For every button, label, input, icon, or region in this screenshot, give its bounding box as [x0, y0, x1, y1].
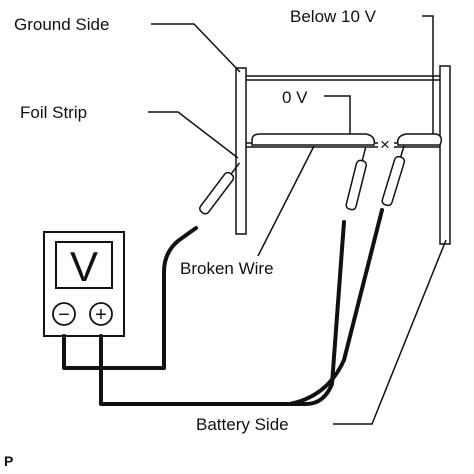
below-10v-label: Below 10 V	[290, 7, 377, 26]
ground-side-rail	[235, 67, 247, 235]
broken-wire-label: Broken Wire	[180, 259, 274, 278]
negative-test-lead	[62, 226, 198, 370]
below-10v-leader	[422, 15, 434, 134]
probes	[199, 145, 406, 215]
ground-probe	[199, 162, 241, 215]
foil-strip-left	[251, 133, 376, 146]
window-glass-frame	[235, 65, 451, 245]
battery-side-label: Battery Side	[196, 415, 289, 434]
footer-code: P	[4, 453, 13, 469]
zero-volt-probe	[345, 147, 368, 211]
battery-side-leader	[333, 239, 447, 425]
break-mark: ×	[380, 135, 390, 154]
test-leads	[62, 208, 384, 406]
negative-terminal-symbol: −	[58, 304, 70, 326]
foil-strip-label: Foil Strip	[20, 103, 87, 122]
below-10v-probe	[381, 145, 406, 207]
zero-v-label: 0 V	[282, 88, 308, 107]
zero-v-leader	[324, 95, 351, 134]
voltmeter: V − +	[43, 231, 125, 337]
voltmeter-display-value: V	[70, 243, 98, 290]
voltmeter-display	[55, 241, 113, 289]
positive-test-lead-branch	[288, 208, 384, 406]
foil-strip-leader	[148, 111, 239, 159]
battery-side-rail	[439, 65, 451, 245]
ground-side-leader	[151, 23, 241, 73]
heater-wire: ×	[246, 133, 443, 154]
negative-terminal	[52, 302, 76, 326]
positive-terminal-symbol: +	[95, 304, 107, 326]
ground-side-label: Ground Side	[14, 15, 109, 34]
foil-strip-right	[396, 133, 443, 146]
positive-test-lead-main	[99, 220, 346, 406]
positive-terminal	[89, 302, 113, 326]
broken-wire-leader	[257, 145, 315, 257]
leader-lines	[148, 15, 447, 425]
